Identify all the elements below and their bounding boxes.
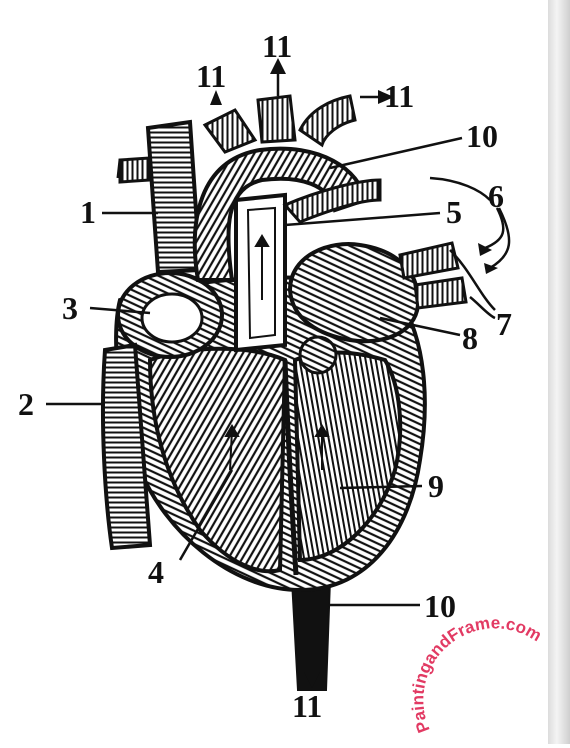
label-11-left: 11 bbox=[196, 58, 227, 94]
label-11-right: 11 bbox=[384, 78, 415, 114]
label-11-top: 11 bbox=[262, 28, 293, 64]
label-10-bottom: 10 bbox=[424, 588, 456, 624]
label-8: 8 bbox=[462, 320, 478, 356]
label-7: 7 bbox=[496, 306, 512, 342]
canvas-side-edge bbox=[548, 0, 570, 744]
pulmonary-vein-lower bbox=[413, 276, 468, 310]
label-5: 5 bbox=[446, 194, 462, 230]
watermark-logo: PaintingandFrame.com bbox=[410, 613, 545, 735]
label-4: 4 bbox=[148, 554, 164, 590]
right-ventricle bbox=[147, 346, 288, 574]
svg-text:PaintingandFrame.com: PaintingandFrame.com bbox=[410, 613, 545, 735]
label-10-top: 10 bbox=[466, 118, 498, 154]
superior-vena-cava bbox=[145, 119, 203, 275]
leader-lines bbox=[46, 95, 511, 607]
inferior-vena-cava bbox=[100, 342, 153, 551]
label-2: 2 bbox=[18, 386, 34, 422]
label-1: 1 bbox=[80, 194, 96, 230]
label-6: 6 bbox=[488, 178, 504, 214]
left-ventricle bbox=[292, 350, 403, 563]
label-11-bottom: 11 bbox=[292, 688, 323, 724]
label-3: 3 bbox=[62, 290, 78, 326]
label-9: 9 bbox=[428, 468, 444, 504]
arrowheads bbox=[210, 58, 498, 688]
pulmonary-vein-upper bbox=[398, 241, 460, 280]
